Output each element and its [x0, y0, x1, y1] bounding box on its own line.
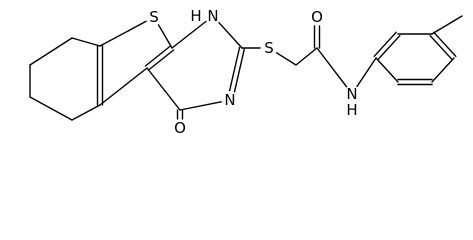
bond-c_ph1-c_ph2-line-2: [373, 31, 397, 57]
bond-s_link-c_ch2: [275, 52, 297, 66]
bond-n_3-c_4: [179, 101, 222, 111]
atom-label-n_3: N: [224, 91, 235, 109]
bond-c_2-n_3-line-2: [233, 47, 246, 93]
atom-label-o_amide: O: [311, 8, 323, 26]
bond-c_ph4-c_ph5: [431, 57, 455, 83]
bond-c_ph6-c_ph1: [375, 57, 399, 83]
bond-c_ph3-c_me: [431, 15, 463, 35]
bond-c_4-c_pyr_b: [146, 67, 181, 111]
atom-label-n_hn: N: [207, 7, 218, 25]
bond-c_ch2-c_amide: [295, 47, 318, 66]
bond-c_cy1-c_th1: [71, 37, 101, 47]
bond-c_th1-s_thio: [99, 20, 147, 47]
bond-s_thio-c_pyr_a: [157, 24, 173, 49]
bond-c_pyr_a-c_pyr_b-line-2: [147, 49, 175, 71]
bond-c_ph3-c_ph4-line-1: [429, 35, 453, 61]
bond-n_hn-c_2: [218, 22, 243, 49]
atom-label-h_amide: H: [346, 101, 357, 119]
bond-n_amide-c_ph1: [356, 57, 377, 88]
atom-label-s_thio: S: [149, 8, 159, 26]
bond-c_ph3-c_ph4-line-2: [433, 31, 457, 57]
atom-label-n_h: H: [190, 7, 201, 25]
atom-label-n_amide: N: [346, 85, 357, 103]
bond-c_ph1-c_ph2-line-1: [377, 35, 401, 61]
bond-c_pyr_a-c_pyr_b-line-1: [144, 45, 172, 67]
atom-label-o_keto: O: [174, 119, 186, 137]
bond-c_cy1-c_cy2: [29, 37, 73, 66]
bond-c_cy3-c_cy4: [29, 96, 73, 121]
bond-c_pyr_a-n_hn: [171, 20, 207, 49]
bond-c_pyr_b-c_th2: [99, 67, 148, 106]
bond-c_amide-n_amide: [316, 47, 348, 88]
bond-c_2-n_3-line-1: [228, 46, 241, 92]
bond-c_cy4-c_th2: [71, 104, 101, 121]
atom-label-s_link: S: [264, 39, 274, 57]
